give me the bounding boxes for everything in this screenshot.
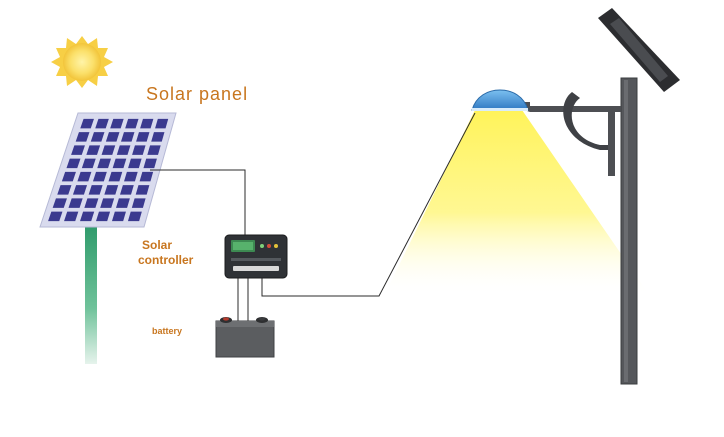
panel-cell [135, 185, 150, 195]
panel-cell [111, 211, 126, 222]
lamp-arm [505, 102, 621, 112]
panel-cell [75, 132, 90, 142]
panel-cell [120, 132, 135, 142]
battery-label: battery [152, 326, 183, 336]
wire-panel-to-controller [150, 169, 246, 236]
lamp-head [471, 89, 529, 111]
panel-cell [136, 132, 150, 142]
panel-cell [68, 198, 83, 208]
panel-cell [57, 185, 72, 195]
panel-cell [104, 185, 119, 195]
panel-cell [112, 158, 127, 169]
panel-cell [86, 145, 101, 155]
panel-cell [155, 118, 169, 129]
panel-cell [71, 145, 85, 155]
panel-cell [132, 145, 146, 155]
wire-controller-to-lamp [261, 112, 476, 297]
solar-controller-label-line2: controller [138, 253, 194, 267]
panel-cell [88, 185, 103, 195]
panel-cell [64, 211, 79, 222]
panel-cell [120, 185, 134, 195]
solar-controller-label-line1: Solar [142, 238, 173, 252]
lamp-pole [620, 77, 638, 385]
panel-cell [52, 198, 67, 208]
panel-cell [125, 118, 139, 129]
panel-cell [66, 158, 81, 169]
panel-cell [80, 211, 95, 222]
panel-cell [151, 132, 165, 142]
panel-cell [95, 118, 109, 129]
panel-cell [90, 132, 105, 142]
light-beam [384, 110, 650, 296]
panel-cell [105, 132, 120, 142]
panel-cell [115, 198, 130, 208]
solar-panel-label: Solar panel [146, 84, 249, 104]
panel-cell [108, 171, 123, 182]
panel-cell [97, 158, 112, 169]
panel-cell [127, 211, 142, 222]
panel-cell [100, 198, 115, 208]
panel-cell [110, 118, 124, 129]
panel-cell [116, 145, 131, 155]
panel-cell [147, 145, 161, 155]
panel-cell [131, 198, 146, 208]
panel-cell [140, 118, 154, 129]
panel-cell [48, 211, 63, 222]
panel-cell [80, 118, 94, 129]
panel-cell [101, 145, 116, 155]
street-lamp [471, 8, 680, 385]
solar-controller [224, 234, 288, 279]
panel-cell [81, 158, 96, 169]
wiring [150, 112, 476, 321]
solar-controller-label: Solar controller [138, 238, 208, 268]
panel-cell [72, 185, 88, 195]
panel-post [85, 224, 97, 364]
panel-cell [95, 211, 111, 222]
panel-cell [143, 158, 157, 169]
battery [215, 317, 275, 358]
panel-cell [139, 171, 154, 182]
panel-cell [77, 171, 92, 182]
sun-icon [51, 36, 113, 88]
panel-cell [84, 198, 99, 208]
panel-cell [124, 171, 138, 182]
solar-panel [39, 112, 177, 228]
panel-cell [92, 171, 107, 182]
panel-cell [128, 158, 142, 169]
panel-cell [61, 171, 76, 182]
